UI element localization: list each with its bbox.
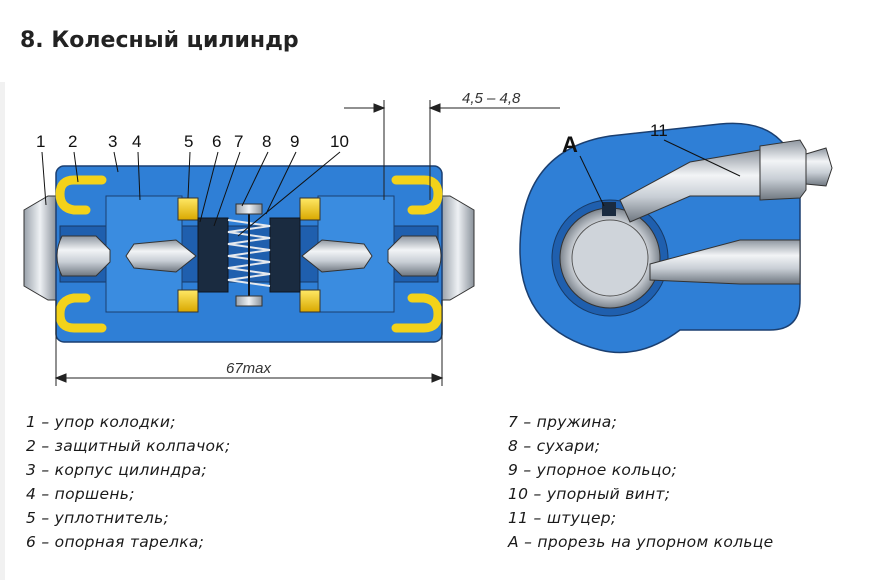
- lower-port: [649, 239, 801, 285]
- legend-item-A: А – прорезь на упорном кольце: [508, 533, 774, 551]
- piston-end-left: [56, 235, 111, 277]
- legend-item-10: 10 – упорный винт;: [508, 485, 671, 503]
- shoe-stop-left: [23, 195, 57, 301]
- protective-cap-bottom-left: [55, 293, 107, 333]
- legend-item-6: 6 – опорная тарелка;: [26, 533, 205, 551]
- stop-screw-right: [301, 239, 373, 273]
- protective-cap-top-right: [391, 175, 443, 215]
- thrust-ring-left: [197, 217, 229, 293]
- seal-bottom-right: [299, 289, 321, 313]
- callout-2: 2: [68, 132, 77, 151]
- legend-item-7: 7 – пружина;: [508, 413, 618, 431]
- crackers-bottom: [235, 295, 263, 307]
- dimension-length-label: 67max: [226, 360, 272, 377]
- legend-item-8: 8 – сухари;: [508, 437, 601, 455]
- page-title: 8. Колесный цилиндр: [20, 28, 299, 53]
- left-margin-bar: [0, 82, 5, 580]
- dimension-gap-label: 4,5 – 4,8: [462, 90, 521, 107]
- fitting-tip: [805, 147, 833, 187]
- callout-10: 10: [330, 132, 349, 151]
- callout-labels: 1 2 3 4 5 6 7 8 9 10: [36, 132, 349, 151]
- seal-top-right: [299, 197, 321, 221]
- crackers-top: [235, 203, 263, 215]
- cylinder-section-view: [23, 165, 475, 343]
- legend-item-9: 9 – упорное кольцо;: [508, 461, 678, 479]
- legend-item-3: 3 – корпус цилиндра;: [26, 461, 207, 479]
- thrust-ring-right: [269, 217, 301, 293]
- legend-item-5: 5 – уплотнитель;: [26, 509, 170, 527]
- callout-9: 9: [290, 132, 299, 151]
- callout-1: 1: [36, 132, 45, 151]
- protective-cap-top-left: [55, 175, 107, 215]
- stop-screw-left: [125, 239, 197, 273]
- legend-item-1: 1 – упор колодки;: [26, 413, 176, 431]
- callout-leaders: [41, 151, 341, 237]
- callout-6: 6: [212, 132, 221, 151]
- callout-5: 5: [184, 132, 193, 151]
- legend-right: 7 – пружина; 8 – сухари; 9 – упорное кол…: [508, 410, 773, 554]
- callout-7: 7: [234, 132, 243, 151]
- legend-left: 1 – упор колодки; 2 – защитный колпачок;…: [26, 410, 231, 554]
- end-view-bore: [571, 219, 649, 297]
- end-view-leaders: [579, 139, 741, 207]
- callout-8: 8: [262, 132, 271, 151]
- legend-item-11: 11 – штуцер;: [508, 509, 617, 527]
- callout-3: 3: [108, 132, 117, 151]
- wheel-cylinder-diagram: 1 2 3 4 5 6 7 8 9 10 4,5 – 4,8 67max: [23, 90, 833, 386]
- callout-A: A: [562, 132, 578, 157]
- legend-item-2: 2 – защитный колпачок;: [26, 437, 231, 455]
- callout-11: 11: [650, 121, 668, 140]
- piston-end-right: [387, 235, 442, 277]
- shoe-stop-right: [441, 195, 475, 301]
- cylinder-end-view: [519, 122, 833, 354]
- ring-slot: [602, 202, 616, 216]
- seal-bottom-left: [177, 289, 199, 313]
- legend-item-4: 4 – поршень;: [26, 485, 135, 503]
- dimension-length: [54, 300, 444, 386]
- dimension-gap: [344, 100, 560, 200]
- callout-4: 4: [132, 132, 141, 151]
- fitting-nut: [759, 139, 807, 201]
- seal-top-left: [177, 197, 199, 221]
- protective-cap-bottom-right: [391, 293, 443, 333]
